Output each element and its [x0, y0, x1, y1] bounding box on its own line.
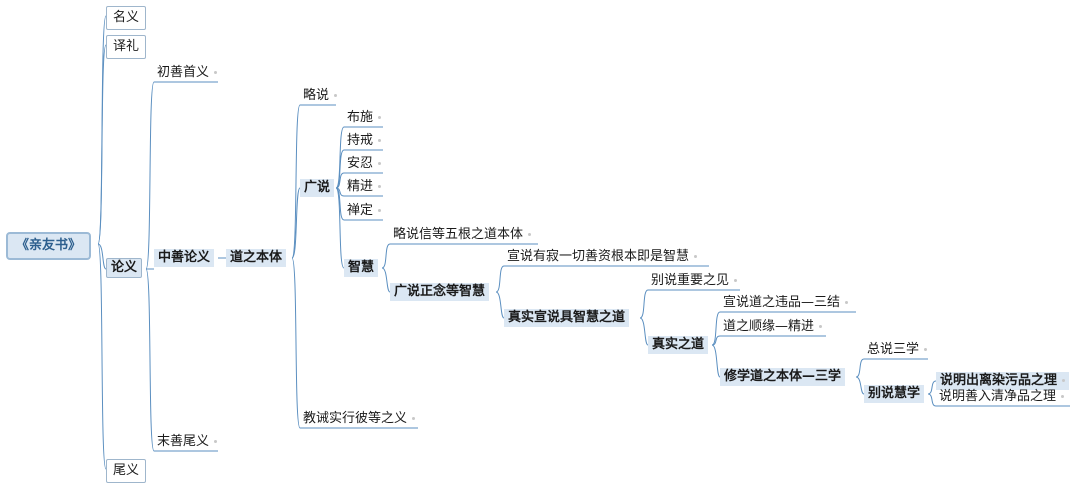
node-label: 真实宣说具智慧之道 — [508, 310, 626, 325]
node-label: 略说信等五根之道本体 — [393, 227, 524, 242]
node-label: 真实之道 — [652, 337, 705, 352]
node-ruqing[interactable]: 说明善入清净品之理 — [936, 388, 1067, 406]
node-label: 智慧 — [348, 260, 375, 275]
node-label: 论义 — [111, 260, 138, 275]
node-bushi[interactable]: 布施 — [344, 109, 384, 127]
node-chijie[interactable]: 持戒 — [344, 132, 384, 150]
expand-dot-icon — [412, 417, 416, 420]
node-moshan[interactable]: 末善尾义 — [154, 433, 220, 451]
expand-dot-icon — [734, 279, 738, 282]
node-anren[interactable]: 安忍 — [344, 155, 384, 173]
expand-dot-icon — [378, 139, 382, 142]
node-label: 道之本体 — [230, 250, 283, 265]
node-zhenshidao[interactable]: 真实之道 — [648, 336, 709, 354]
node-label: 修学道之本体—三学 — [724, 369, 842, 384]
expand-dot-icon — [924, 348, 928, 351]
node-zhenshi[interactable]: 真实宣说具智慧之道 — [504, 309, 630, 327]
node-label: 中善论义 — [158, 250, 211, 265]
node-mingyi[interactable]: 名义 — [106, 6, 147, 30]
node-label: 初善首义 — [157, 65, 210, 80]
node-yili[interactable]: 译礼 — [106, 35, 147, 59]
expand-dot-icon — [214, 71, 218, 74]
node-label: 精进 — [347, 179, 374, 194]
expand-dot-icon — [694, 255, 698, 258]
node-chanding[interactable]: 禅定 — [344, 202, 384, 220]
node-label: 译礼 — [113, 39, 140, 54]
node-zhihui[interactable]: 智慧 — [344, 259, 379, 277]
node-lunyi[interactable]: 论义 — [106, 258, 143, 278]
node-zhongshan[interactable]: 中善论义 — [154, 249, 215, 267]
node-jiaojie[interactable]: 教诫实行彼等之义 — [300, 410, 418, 428]
node-label: 教诫实行彼等之义 — [303, 411, 408, 426]
node-zongshuo[interactable]: 总说三学 — [864, 341, 930, 359]
node-label: 别说慧学 — [868, 386, 921, 401]
expand-dot-icon — [214, 440, 218, 443]
expand-dot-icon — [1061, 395, 1065, 398]
node-label: 布施 — [347, 110, 374, 125]
expand-dot-icon — [334, 94, 338, 97]
node-label: 安忍 — [347, 156, 374, 171]
node-lueshuo-xin[interactable]: 略说信等五根之道本体 — [390, 226, 534, 244]
node-label: 广说 — [304, 180, 331, 195]
expand-dot-icon — [845, 301, 849, 304]
expand-dot-icon — [1062, 379, 1066, 382]
node-label: 说明善入清净品之理 — [939, 389, 1057, 404]
node-lueshuo[interactable]: 略说 — [300, 87, 340, 105]
node-label: 总说三学 — [867, 342, 920, 357]
node-label: 禅定 — [347, 203, 374, 218]
node-daozhi[interactable]: 道之本体 — [226, 249, 287, 267]
node-label: 末善尾义 — [157, 434, 210, 449]
node-chushan[interactable]: 初善首义 — [154, 64, 220, 82]
node-xuanshuo[interactable]: 宣说有寂一切善资根本即是智慧 — [504, 248, 700, 266]
node-label: 广说正念等智慧 — [394, 284, 486, 299]
node-bieshuo-hui[interactable]: 别说慧学 — [864, 385, 925, 403]
expand-dot-icon — [378, 162, 382, 165]
node-churan[interactable]: 说明出离染污品之理 — [936, 372, 1070, 390]
expand-dot-icon — [378, 185, 382, 188]
node-weiyi[interactable]: 尾义 — [106, 459, 147, 483]
expand-dot-icon — [378, 209, 382, 212]
expand-dot-icon — [378, 116, 382, 119]
root-node[interactable]: 《亲友书》 — [6, 232, 92, 260]
node-shunyuan[interactable]: 道之顺缘—精进 — [720, 318, 825, 336]
node-label: 略说 — [303, 88, 330, 103]
node-weipin[interactable]: 宣说道之违品—三结 — [720, 294, 851, 312]
node-label: 别说重要之见 — [651, 273, 730, 288]
node-bieshuo-jian[interactable]: 别说重要之见 — [648, 272, 740, 290]
node-jingjin[interactable]: 精进 — [344, 178, 384, 196]
expand-dot-icon — [528, 233, 532, 236]
node-label: 名义 — [113, 10, 140, 25]
node-label: 尾义 — [113, 463, 140, 478]
node-guangshuo-nian[interactable]: 广说正念等智慧 — [390, 283, 490, 301]
node-guangshuo[interactable]: 广说 — [300, 179, 335, 197]
expand-dot-icon — [819, 325, 823, 328]
node-label: 宣说有寂一切善资根本即是智慧 — [507, 249, 690, 264]
node-label: 宣说道之违品—三结 — [723, 295, 841, 310]
node-label: 说明出离染污品之理 — [940, 373, 1058, 388]
node-xiuxue[interactable]: 修学道之本体—三学 — [720, 368, 846, 386]
node-label: 持戒 — [347, 133, 374, 148]
node-label: 道之顺缘—精进 — [723, 319, 815, 334]
